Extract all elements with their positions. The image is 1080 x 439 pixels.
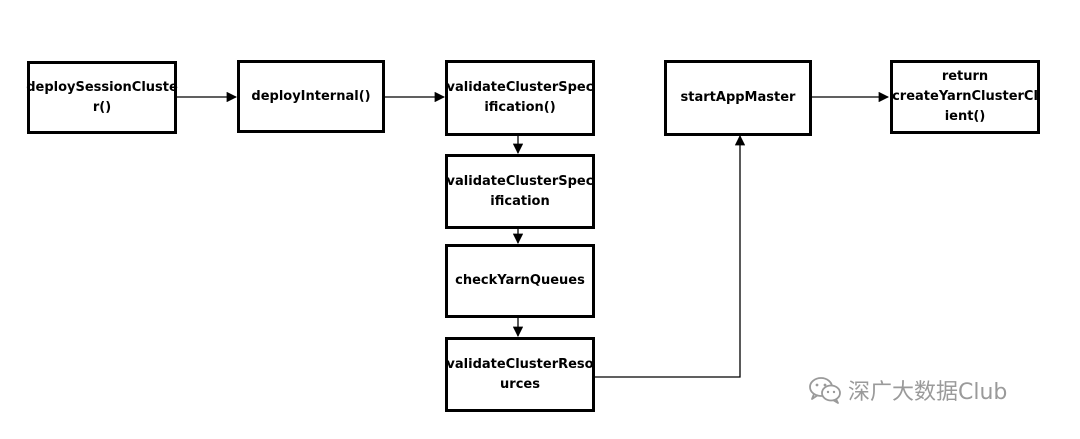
node-validate-cluster-resources: validateClusterReso urces xyxy=(445,337,595,412)
watermark-text: 深广大数据Club xyxy=(848,380,1008,405)
node-validate-cluster-spec-call-label: validateClusterSpec ification() xyxy=(446,80,594,115)
node-check-yarn-queues: checkYarnQueues xyxy=(445,244,595,318)
node-validate-cluster-spec-label: validateClusterSpec ification xyxy=(446,173,594,209)
node-deploy-session-cluster: deploySessionCluste r() xyxy=(26,61,178,134)
node-check-yarn-queues-label: checkYarnQueues xyxy=(455,273,585,288)
node-deploy-internal-label: deployInternal() xyxy=(251,88,371,104)
node-start-app-master-label: startAppMaster xyxy=(680,90,796,105)
node-return-create-client: return createYarnClusterCl ient() xyxy=(890,60,1040,134)
node-validate-cluster-spec: validateClusterSpec ification xyxy=(445,154,595,229)
node-deploy-session-cluster-label: deploySessionCluste r() xyxy=(26,79,178,115)
node-validate-cluster-spec-call: validateClusterSpec ification() xyxy=(445,60,595,136)
node-deploy-internal: deployInternal() xyxy=(237,60,385,133)
wechat-icon xyxy=(809,377,841,404)
watermark: 深广大数据Club xyxy=(808,374,1007,406)
edge-validateresources-to-startappmaster xyxy=(594,134,746,378)
node-validate-cluster-resources-label: validateClusterReso urces xyxy=(446,356,594,392)
node-return-create-client-label: return createYarnClusterCl ient() xyxy=(892,69,1038,124)
node-start-app-master: startAppMaster xyxy=(664,60,812,136)
